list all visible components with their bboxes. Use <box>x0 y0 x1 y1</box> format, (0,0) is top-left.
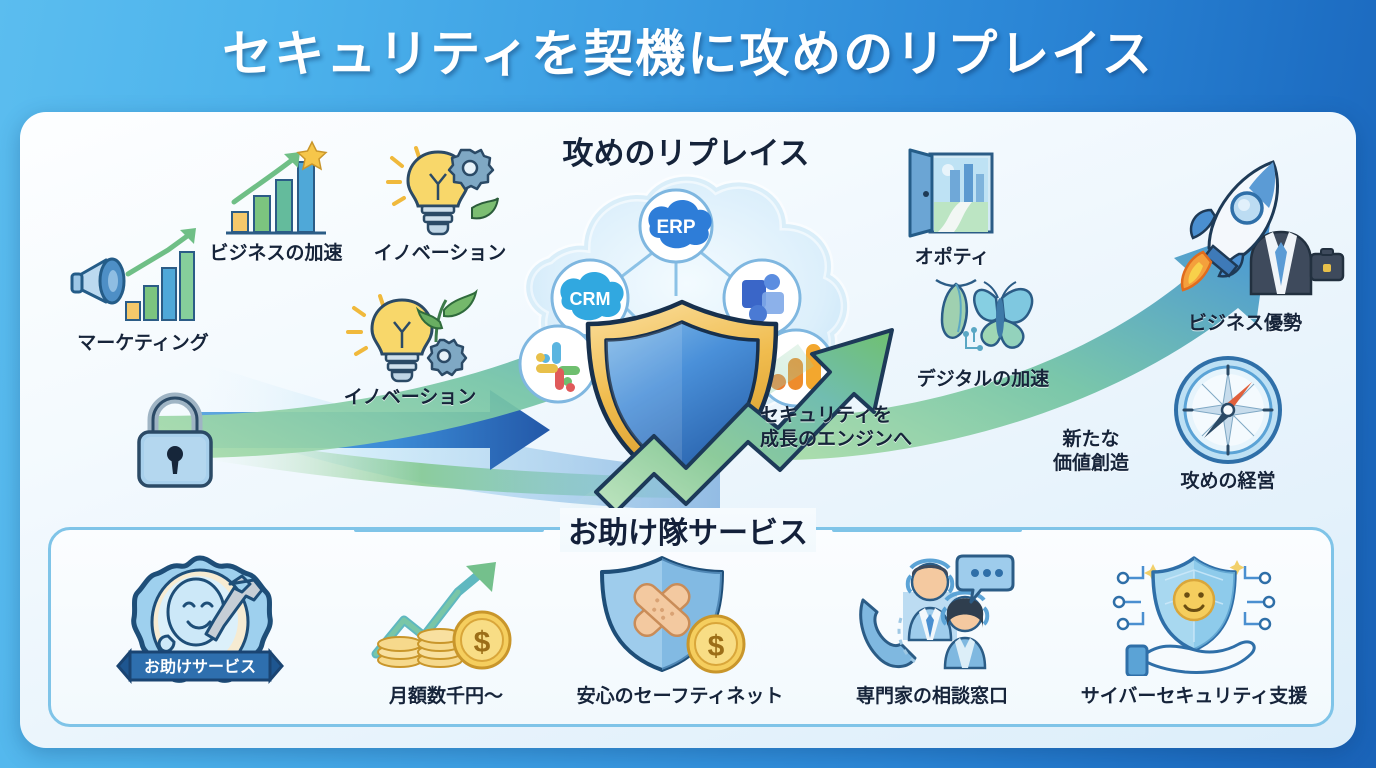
right-item-digital-acceleration: デジタルの加速 <box>898 274 1068 392</box>
badge-ribbon-text: お助けサービス <box>144 657 256 676</box>
arrow-caption-line1: 新たな <box>1062 429 1120 450</box>
left-item-label: ビジネスの加速 <box>209 243 343 264</box>
right-item-label: 攻めの経営 <box>1180 471 1276 492</box>
left-item-padlock <box>120 388 230 494</box>
rocket-businessman-icon <box>1180 160 1345 296</box>
padlock-icon <box>137 392 213 488</box>
cloud-node-slack <box>518 324 598 404</box>
page-title: セキュリティを契機に攻めのリプレイス <box>222 26 1154 82</box>
bar-chart-star-icon <box>226 140 328 235</box>
support-agents-icon <box>859 554 1015 670</box>
shield-caption-line2: 成長のエンジンへ <box>760 428 913 450</box>
cloud-node-erp: ERP <box>638 188 714 264</box>
support-service-title: お助け隊サービス <box>560 508 816 552</box>
left-item-innovation-upper: イノベーション <box>360 140 520 266</box>
service-item-label: 専門家の相談窓口 <box>855 686 1008 707</box>
open-door-icon <box>908 148 994 238</box>
shield-in-hand-icon <box>1112 556 1276 678</box>
arrow-caption: 新たな 価値創造 <box>1026 428 1156 476</box>
bandaged-shield-coin-icon: $ <box>600 556 746 674</box>
title-rule-left <box>354 528 544 532</box>
right-item-opportunity: オポティ <box>882 148 1022 270</box>
left-item-business-acceleration: ビジネスの加速 <box>196 140 356 266</box>
center-heading: 攻めのリプレイス <box>562 136 810 171</box>
left-item-marketing: マーケティング <box>58 222 228 356</box>
service-item-label: 月額数千円〜 <box>388 686 503 707</box>
shield-caption-line1: セキュリティを <box>760 405 892 426</box>
right-item-offensive-management: 攻めの経営 <box>1148 352 1308 494</box>
butterfly-icon <box>935 278 1034 351</box>
bulb-plant-gear-icon <box>346 288 478 383</box>
service-item-price: $ 月額数千円〜 <box>336 558 556 708</box>
helper-badge-icon: お助けサービス <box>116 555 284 685</box>
cloud-node-crm: CRM <box>550 258 630 338</box>
right-item-business-advantage: ビジネス優勢 <box>1140 150 1350 336</box>
shield-caption: セキュリティを 成長のエンジンへ <box>760 404 950 452</box>
service-item-safety-net: $ 安心のセーフティネット <box>570 552 790 708</box>
support-service-title-wrap: お助け隊サービス <box>48 508 1328 552</box>
right-item-label: ビジネス優勢 <box>1187 313 1302 334</box>
svg-text:CRM: CRM <box>570 289 611 309</box>
cloud-node-teams <box>722 258 802 338</box>
arrow-caption-line2: 価値創造 <box>1052 452 1129 474</box>
megaphone-chart-icon <box>70 228 196 321</box>
right-item-label: デジタルの加速 <box>916 369 1050 390</box>
title-rule-right <box>832 528 1022 532</box>
service-item-badge: お助けサービス <box>90 552 310 707</box>
svg-text:$: $ <box>474 626 491 659</box>
left-item-label: イノベーション <box>373 243 507 264</box>
coins-growth-icon: $ <box>371 562 512 670</box>
left-item-innovation-lower: イノベーション <box>320 282 500 410</box>
svg-text:ERP: ERP <box>656 217 695 238</box>
compass-icon <box>1174 356 1282 464</box>
service-item-expert-desk: 専門家の相談窓口 <box>822 552 1042 708</box>
left-item-label: マーケティング <box>77 333 209 354</box>
right-item-label: オポティ <box>914 247 990 268</box>
service-item-cyber-support: サイバーセキュリティ支援 <box>1074 552 1314 708</box>
security-shield-growth-icon <box>562 299 894 516</box>
service-item-label: 安心のセーフティネット <box>576 686 784 707</box>
svg-text:$: $ <box>708 630 725 663</box>
left-item-label: イノベーション <box>343 387 477 408</box>
service-item-label: サイバーセキュリティ支援 <box>1080 686 1308 707</box>
bulb-gear-icon <box>386 146 499 236</box>
